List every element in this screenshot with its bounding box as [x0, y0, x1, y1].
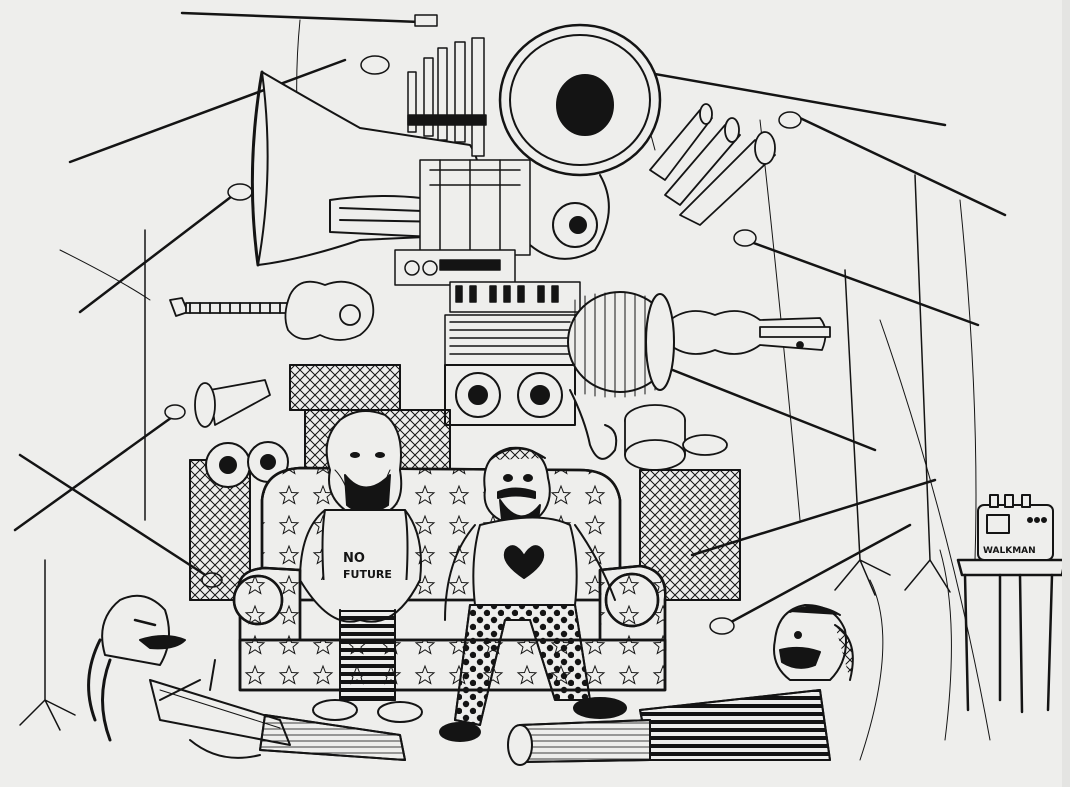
lying-man-right — [507, 604, 854, 766]
shirt-text-future: FUTURE — [343, 568, 392, 581]
shirt-text-no: NO — [343, 551, 365, 566]
speaker-box — [444, 364, 576, 426]
keyboard — [449, 281, 581, 313]
snare-drums — [624, 404, 728, 471]
microphone-stands — [13, 11, 1007, 731]
saxophone — [569, 389, 618, 460]
seated-man-heart — [439, 446, 627, 742]
horn-bells — [194, 103, 776, 428]
side-table — [956, 558, 1067, 714]
page-edge — [1062, 0, 1070, 787]
small-speakers — [205, 441, 289, 488]
pipe-machine — [394, 159, 531, 286]
bass-drum — [567, 291, 675, 398]
walkman-device — [977, 494, 1054, 561]
seated-man-no-future — [299, 410, 423, 723]
walkman-label: WALKMAN — [983, 546, 1036, 556]
radiator-grille — [444, 314, 576, 366]
lying-man-left — [87, 594, 406, 761]
electric-guitar-left — [169, 280, 375, 341]
sousaphone-bell — [498, 23, 662, 260]
organ-pipes — [407, 37, 487, 157]
electric-guitar-right — [669, 310, 831, 355]
